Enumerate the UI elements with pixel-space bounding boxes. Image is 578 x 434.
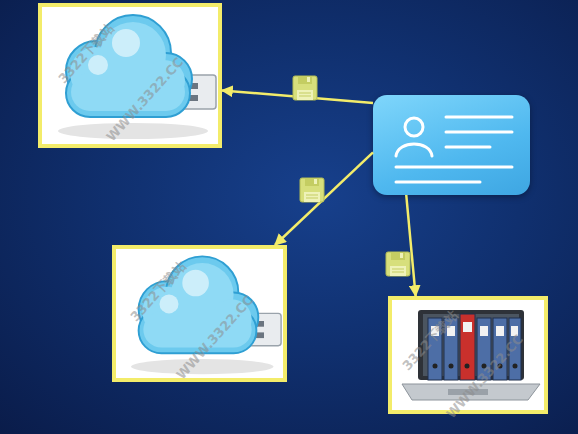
arrow-connector	[406, 195, 415, 296]
watermark-text: WWW.3322.CC	[444, 332, 525, 420]
profile-card	[373, 95, 530, 195]
card-lines	[396, 117, 512, 182]
floppy-icon	[386, 252, 410, 276]
floppy-icon	[300, 178, 324, 202]
floppy-icon	[293, 76, 317, 100]
watermark-text: 3322下载站	[56, 21, 116, 86]
arrow-connector	[222, 90, 373, 103]
watermark-text: WWW.3322.CC	[104, 55, 185, 143]
watermark-text: 3322下载站	[128, 259, 188, 324]
person-icon	[396, 118, 432, 156]
watermark-text: WWW.3322.CC	[174, 293, 255, 381]
image-frame: 3322下载站WWW.3322.CC	[388, 296, 548, 414]
image-frame: 3322下载站WWW.3322.CC	[112, 245, 287, 382]
watermark-text: 3322下载站	[400, 308, 460, 373]
arrow-connector	[275, 152, 373, 245]
cloud-usb-picture	[40, 5, 220, 146]
image-frame: 3322下载站WWW.3322.CC	[38, 3, 222, 148]
